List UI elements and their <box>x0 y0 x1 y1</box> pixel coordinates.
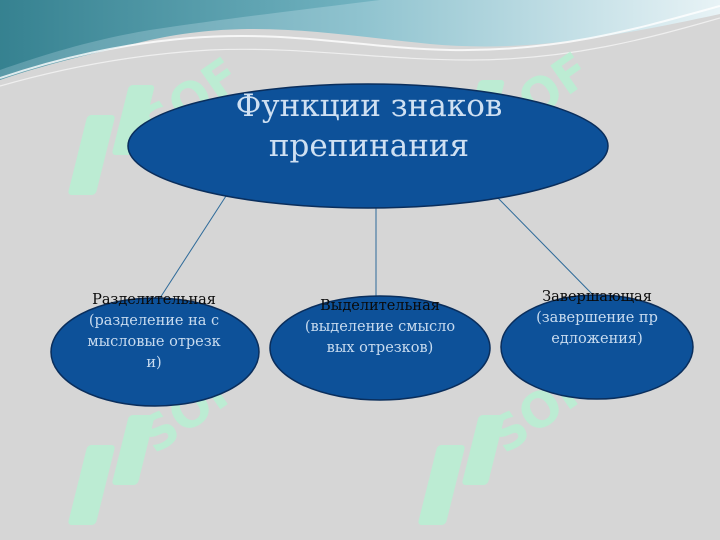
child-subtitle: (завершение предложения) <box>536 310 658 347</box>
child-title: Завершающая <box>542 289 652 305</box>
child-title: Выделительная <box>320 298 440 314</box>
child-title: Разделительная <box>92 292 216 308</box>
main-ellipse-text: Функции знаков препинания <box>200 86 538 204</box>
child-text-highlighting: Выделительная (выделение смысловых отрез… <box>304 296 456 402</box>
child-ellipse-completing <box>500 294 694 400</box>
child-subtitle: (разделение на смысловые отрезки) <box>87 313 221 371</box>
child-subtitle: (выделение смысловых отрезков) <box>304 319 456 356</box>
child-text-completing: Завершающая (завершение предложения) <box>532 287 662 401</box>
child-text-separating: Разделительная (разделение на смысловые … <box>84 290 224 408</box>
connector-right <box>495 195 597 299</box>
child-ellipse-separating <box>50 297 260 407</box>
header-wave <box>0 0 720 87</box>
main-title: Функции знаков препинания <box>235 88 503 164</box>
child-ellipse-highlighting <box>269 295 491 401</box>
connector-left <box>159 195 227 299</box>
main-ellipse <box>127 83 609 209</box>
